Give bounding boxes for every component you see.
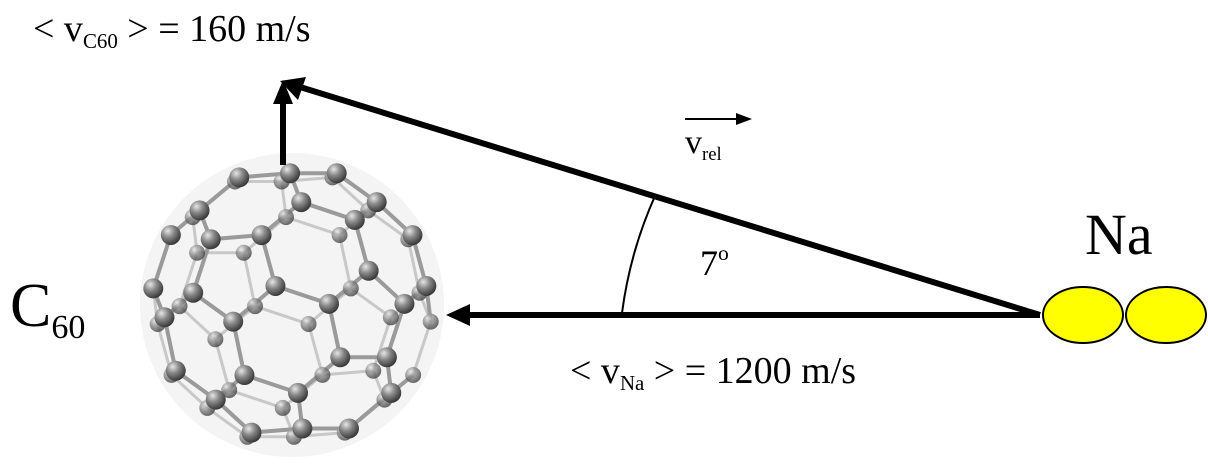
fullerene-carbon-atom: [416, 275, 437, 296]
fullerene-carbon-atom: [165, 360, 186, 381]
fullerene-carbon-atom: [143, 278, 164, 299]
relative-velocity-arrowhead: [280, 77, 306, 100]
relative-velocity-label: vrel: [685, 124, 722, 164]
angle-arc: [621, 195, 656, 314]
fullerene-bond: [367, 209, 410, 241]
fullerene-bond: [242, 252, 257, 307]
na-velocity-subscript: Na: [619, 371, 645, 396]
c60-velocity-subscript: C60: [82, 29, 118, 54]
fullerene-carbon-atom: [358, 260, 379, 281]
angle-label: 7o: [700, 242, 729, 283]
fullerene-carbon-atom: [229, 167, 250, 188]
c60-velocity-arrowhead: [273, 80, 293, 104]
fullerene-carbon-atom: [402, 225, 423, 246]
fullerene-carbon-atom: [234, 365, 255, 386]
vector-overbar-arrowhead: [736, 113, 752, 125]
fullerene-carbon-atom: [365, 362, 382, 379]
fullerene-bond: [228, 388, 284, 410]
na-velocity-suffix: > = 1200 m/s: [644, 350, 857, 392]
fullerene-carbon-atom: [292, 418, 313, 439]
fullerene-carbon-atom: [251, 225, 272, 246]
fullerene-carbon-atom: [394, 293, 415, 314]
fullerene-carbon-atom: [330, 347, 351, 368]
fullerene-carbon-atom: [235, 244, 252, 261]
fullerene-carbon-atom: [318, 293, 339, 314]
fullerene-carbon-atom: [376, 347, 397, 368]
fullerene-carbon-atom: [241, 422, 262, 443]
relative-velocity-arrow: [299, 84, 1041, 318]
fullerene-symbol: C: [10, 272, 52, 340]
fullerene-bond: [178, 305, 217, 341]
fullerene-carbon-atom: [405, 367, 422, 384]
sodium-atom-right-lobe: [1125, 286, 1207, 344]
fullerene-carbon-atom: [223, 311, 244, 332]
fullerene-carbon-atom: [200, 229, 221, 250]
sodium-atom-left-lobe: [1042, 286, 1124, 344]
fullerene-carbon-atom: [342, 280, 359, 297]
fullerene-carbon-atom: [314, 366, 331, 383]
fullerene-bond: [371, 316, 393, 372]
fullerene-bond: [349, 287, 392, 319]
fullerene-bond: [338, 234, 353, 289]
fullerene-carbon-atom: [326, 163, 347, 184]
fullerene-bond: [285, 215, 341, 237]
fullerene-carbon-atom: [221, 382, 238, 399]
angle-value: 7: [700, 243, 718, 283]
fullerene-carbon-atom: [183, 282, 204, 303]
fullerene-carbon-atom: [331, 226, 348, 243]
fullerene-carbon-atom: [300, 316, 317, 333]
fullerene-carbon-atom: [247, 298, 264, 315]
fullerene-bond: [322, 369, 374, 377]
fullerene-carbon-atom: [291, 192, 312, 213]
fullerene-carbon-atom: [274, 399, 291, 416]
relative-velocity-subscript: rel: [702, 143, 722, 165]
fullerene-carbon-atom: [381, 382, 402, 403]
fullerene-bond: [307, 323, 324, 376]
c60-velocity-label: < vC60 > = 160 m/s: [33, 8, 311, 52]
fullerene-carbon-atom: [265, 275, 286, 296]
fullerene-carbon-atom: [366, 192, 387, 213]
fullerene-bond: [254, 304, 310, 326]
fullerene-carbon-atom: [205, 389, 226, 410]
fullerene-carbon-atom: [154, 307, 175, 328]
fullerene-bond: [213, 338, 231, 391]
fullerene-carbon-atom: [189, 244, 206, 261]
fullerene-bond: [206, 406, 249, 439]
c60-fullerene-molecule: [140, 153, 444, 457]
fullerene-carbon-atom: [287, 382, 308, 403]
sodium-label: Na: [1085, 202, 1153, 267]
c60-velocity-prefix: < v: [33, 8, 83, 50]
fullerene-carbon-atom: [171, 298, 188, 315]
fullerene-carbon-atom: [160, 224, 181, 245]
fullerene-carbon-atom: [278, 209, 295, 226]
fullerene-carbon-atom: [189, 200, 210, 221]
fullerene-carbon-atom: [207, 331, 224, 348]
fullerene-carbon-atom: [280, 163, 301, 184]
fullerene-subscript: 60: [51, 308, 86, 346]
fullerene-carbon-atom: [422, 313, 439, 330]
na-velocity-arrowhead: [446, 304, 470, 326]
fullerene-bond: [178, 252, 199, 307]
angle-unit: o: [718, 240, 729, 265]
fullerene-carbon-atom: [344, 209, 365, 230]
fullerene-label: C60: [10, 272, 85, 344]
relative-velocity-symbol: v: [685, 124, 702, 161]
na-velocity-prefix: < v: [570, 350, 620, 392]
fullerene-carbon-atom: [382, 309, 399, 326]
fullerene-carbon-atom: [338, 418, 359, 439]
na-velocity-label: < vNa > = 1200 m/s: [570, 350, 857, 394]
c60-velocity-suffix: > = 160 m/s: [117, 8, 311, 50]
fullerene-bond: [411, 321, 433, 376]
fullerene-atoms: [143, 163, 439, 445]
